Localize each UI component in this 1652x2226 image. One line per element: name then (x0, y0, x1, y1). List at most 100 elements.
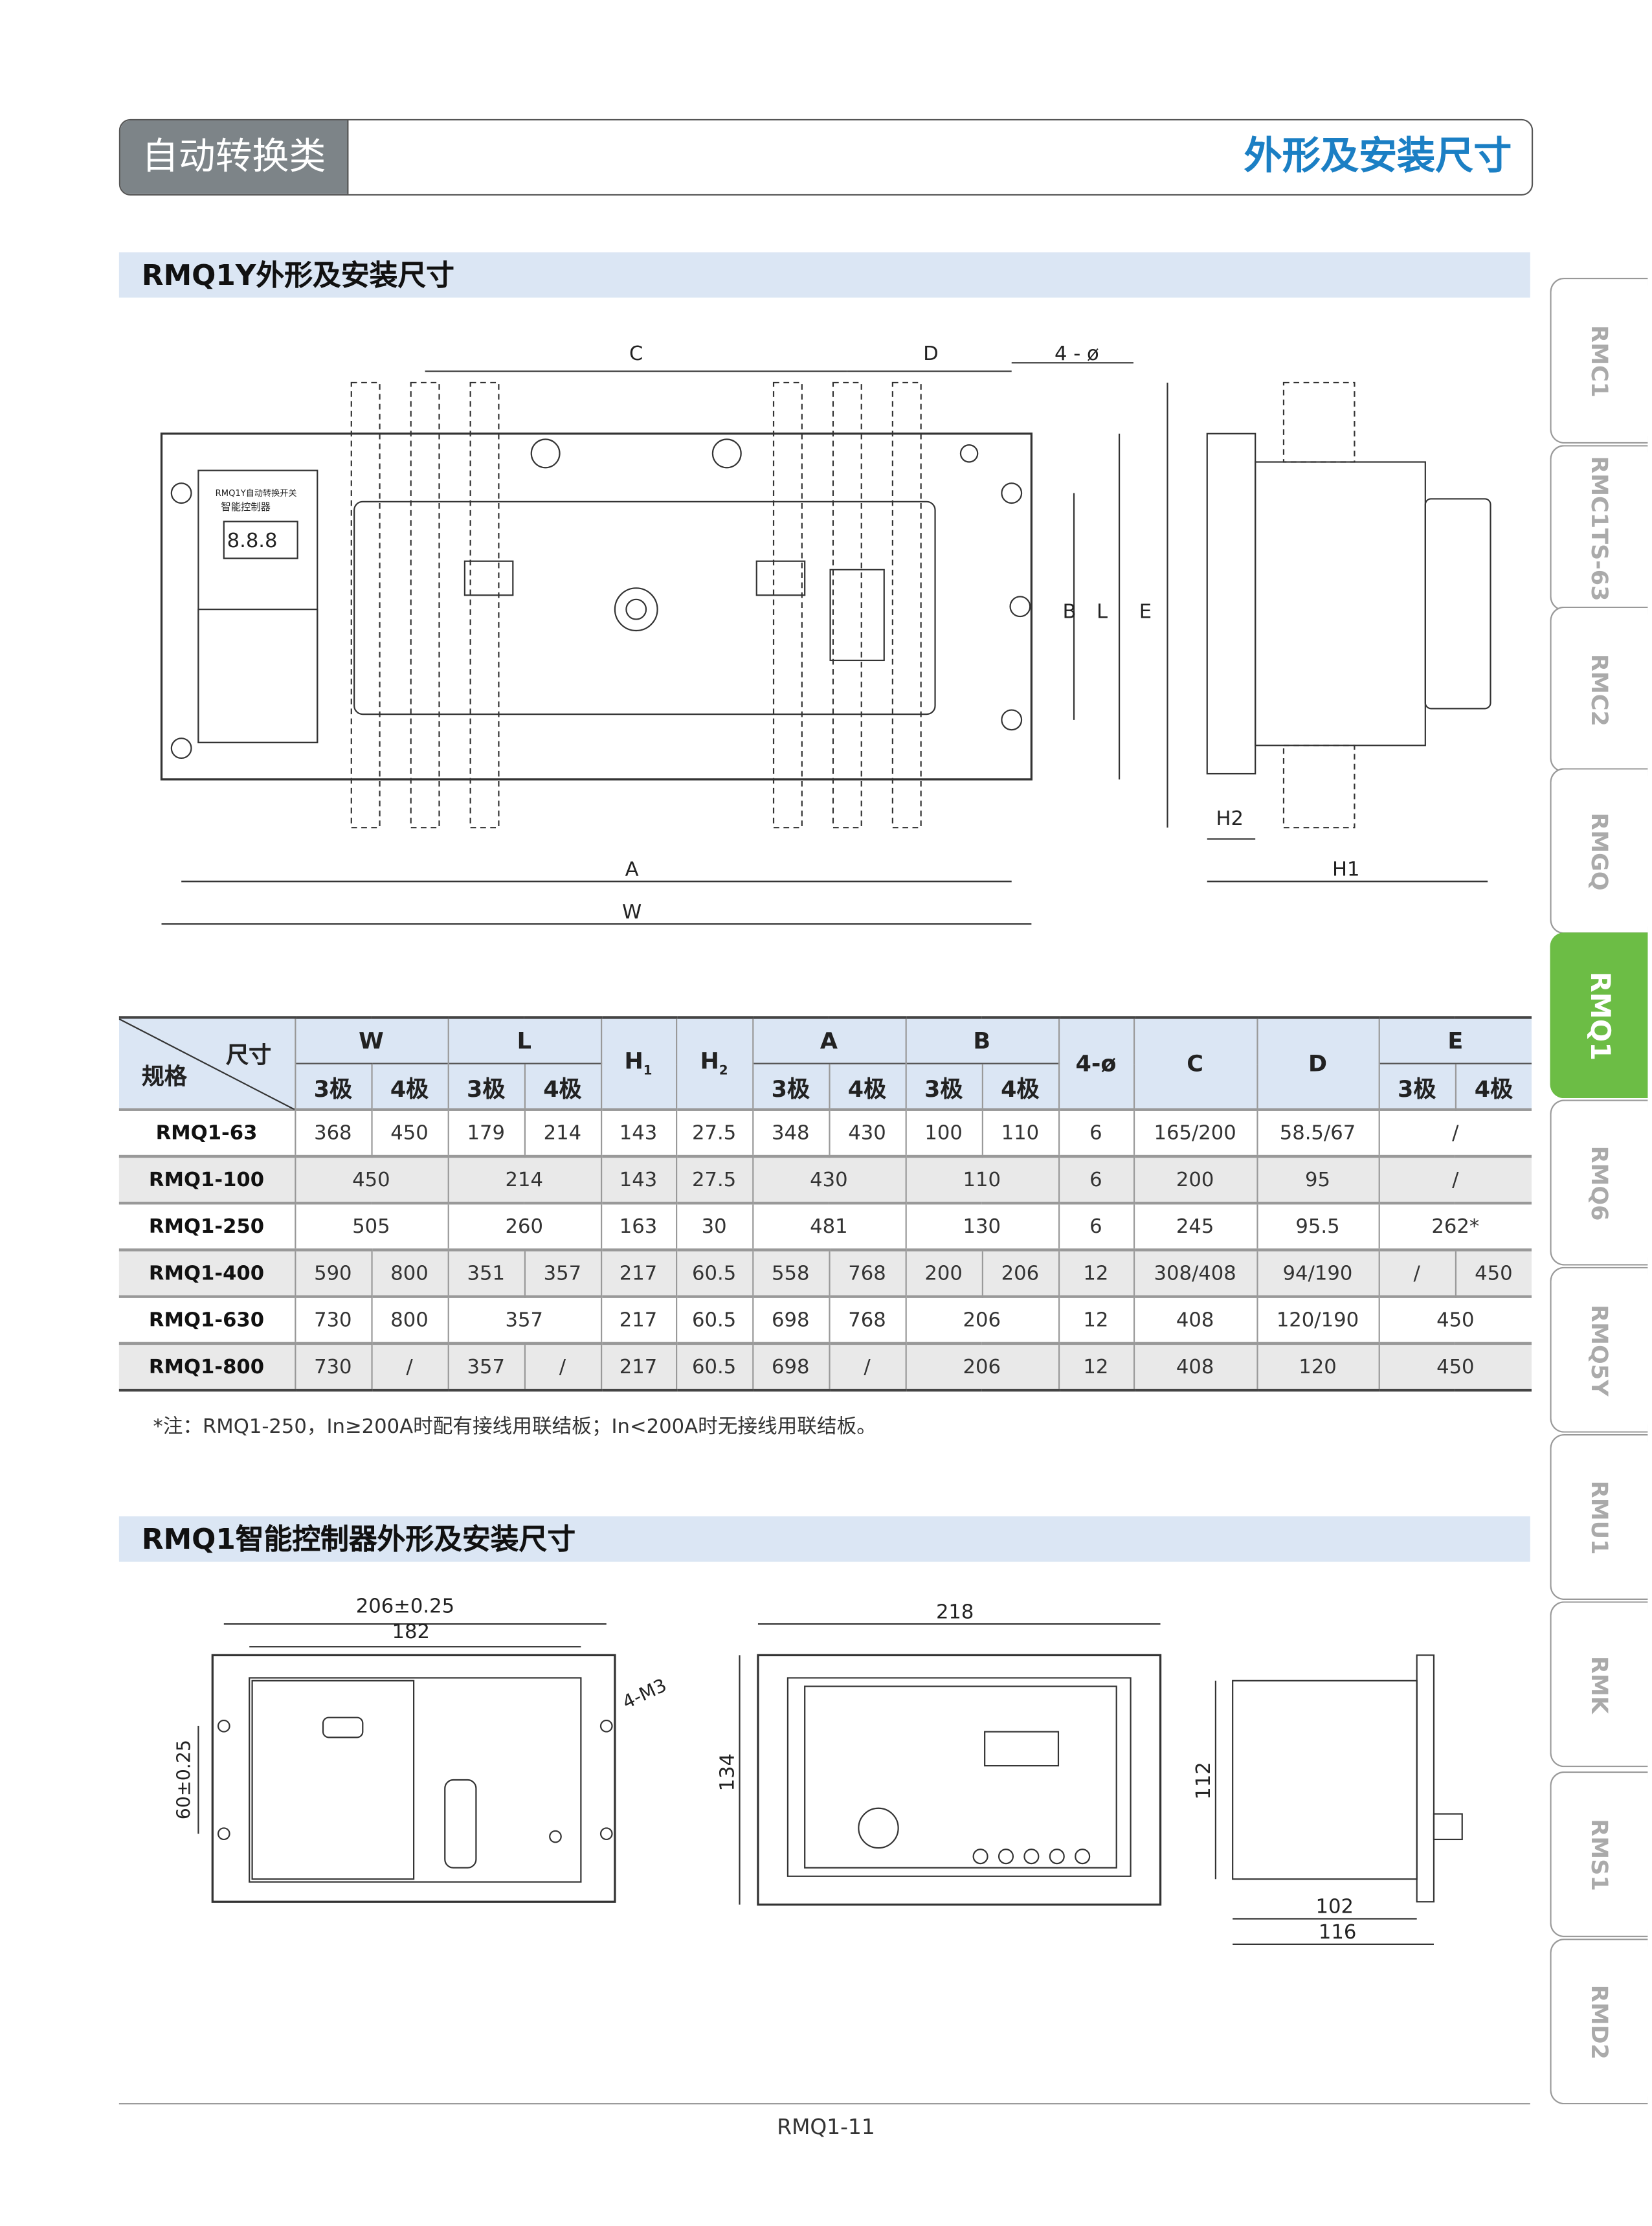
sub-3p: 3极 (447, 1062, 524, 1110)
table-cell: 206 (904, 1342, 1058, 1392)
dim-134: 134 (717, 1753, 739, 1791)
dim-112: 112 (1192, 1762, 1215, 1799)
table-cell: 450 (370, 1108, 448, 1156)
table-cell: 558 (752, 1248, 829, 1297)
table-cell: 730 (294, 1342, 372, 1392)
table-cell: 450 (1378, 1295, 1532, 1343)
sub-4p: 4极 (1454, 1062, 1532, 1110)
table-cell: 590 (294, 1248, 372, 1297)
table-cell: 357 (523, 1248, 601, 1297)
table-note: *注：RMQ1-250，In≥200A时配有接线用联结板；In<200A时无接线… (153, 1415, 876, 1439)
table-cell: 179 (447, 1108, 524, 1156)
table-cell: 357 (447, 1342, 524, 1392)
table-cell: 12 (1057, 1342, 1133, 1392)
table-cell: 408 (1132, 1295, 1257, 1343)
section-title-2: RMQ1智能控制器外形及安装尺寸 (118, 1516, 1530, 1562)
table-cell: 110 (904, 1154, 1058, 1204)
table-cell: 200 (904, 1248, 982, 1297)
table-cell: 6 (1057, 1202, 1133, 1250)
table-cell: 27.5 (675, 1108, 753, 1156)
table-cell: 12 (1057, 1295, 1133, 1343)
controller-display: 8.8.8 (227, 530, 278, 552)
row-name: RMQ1-100 (118, 1154, 295, 1204)
table-cell: 27.5 (675, 1154, 753, 1204)
tab-rmk[interactable]: RMK (1550, 1601, 1648, 1768)
table-cell: 95.5 (1256, 1202, 1379, 1250)
table-cell: 768 (828, 1248, 906, 1297)
dim-206: 206±0.25 (356, 1595, 454, 1618)
footer-divider (118, 2103, 1530, 2105)
table-corner: 尺寸 规格 (118, 1016, 295, 1110)
controller-label-1: RMQ1Y自动转换开关 (216, 488, 297, 499)
section-title-1: RMQ1Y外形及安装尺寸 (118, 252, 1530, 298)
table-cell: 698 (752, 1295, 829, 1343)
page-title: 外形及安装尺寸 (1244, 134, 1512, 179)
dim-e: E (1139, 600, 1152, 623)
tab-rmc2[interactable]: RMC2 (1550, 606, 1648, 772)
page-number: RMQ1-11 (777, 2114, 875, 2140)
dim-116: 116 (1319, 1921, 1356, 1944)
col-l: L (447, 1016, 601, 1064)
row-name: RMQ1-800 (118, 1342, 295, 1392)
table-cell: 30 (675, 1202, 753, 1250)
table-cell: 206 (904, 1295, 1058, 1343)
table-cell: 206 (981, 1248, 1058, 1297)
tab-rms1[interactable]: RMS1 (1550, 1771, 1648, 1937)
table-cell: 505 (294, 1202, 448, 1250)
sub-4p: 4极 (981, 1062, 1058, 1110)
row-name: RMQ1-400 (118, 1248, 295, 1297)
table-cell: 12 (1057, 1248, 1133, 1297)
dim-c: C (629, 343, 643, 365)
table-cell: / (828, 1342, 906, 1392)
tab-rmgq[interactable]: RMGQ (1550, 768, 1648, 934)
tab-rmq6[interactable]: RMQ6 (1550, 1099, 1648, 1266)
table-cell: 217 (599, 1248, 676, 1297)
sub-3p: 3极 (1378, 1062, 1455, 1110)
table-cell: / (1378, 1248, 1455, 1297)
dim-d: D (923, 343, 939, 365)
corner-top: 尺寸 (226, 1041, 272, 1069)
col-d: D (1256, 1016, 1379, 1110)
tab-rmc1ts-63[interactable]: RMC1TS-63 (1550, 445, 1648, 611)
table-cell: 110 (981, 1108, 1058, 1156)
table-cell: 143 (599, 1108, 676, 1156)
tab-rmd2[interactable]: RMD2 (1550, 1939, 1648, 2105)
table-cell: 800 (370, 1295, 448, 1343)
table-cell: / (370, 1342, 448, 1392)
rmq1y-dimension-drawing: 8.8.8 RMQ1Y自动转换开关 智能控制器 C D 4 - ø A W B … (160, 343, 1491, 925)
table-cell: 217 (599, 1342, 676, 1392)
table-cell: 800 (370, 1248, 448, 1297)
table-cell: 95 (1256, 1154, 1379, 1204)
col-hole: 4-ø (1057, 1016, 1133, 1110)
row-name: RMQ1-250 (118, 1202, 295, 1250)
row-name: RMQ1-630 (118, 1295, 295, 1343)
table-cell: 143 (599, 1154, 676, 1204)
category-label: 自动转换类 (120, 120, 349, 194)
tab-rmc1[interactable]: RMC1 (1550, 277, 1648, 444)
controller-label-2: 智能控制器 (221, 501, 271, 513)
col-h2: H2 (675, 1016, 753, 1110)
dim-h1: H1 (1332, 859, 1360, 881)
table-cell: 120 (1256, 1342, 1379, 1392)
table-cell: 6 (1057, 1154, 1133, 1204)
dim-h2: H2 (1216, 807, 1244, 830)
table-cell: 348 (752, 1108, 829, 1156)
tab-rmq1[interactable]: RMQ1 (1550, 932, 1648, 1099)
row-name: RMQ1-63 (118, 1108, 295, 1156)
tab-rmq5y[interactable]: RMQ5Y (1550, 1266, 1648, 1433)
table-cell: 430 (828, 1108, 906, 1156)
sub-3p: 3极 (294, 1062, 372, 1110)
table-cell: 214 (523, 1108, 601, 1156)
sub-4p: 4极 (828, 1062, 906, 1110)
sub-3p: 3极 (752, 1062, 829, 1110)
table-cell: 450 (1454, 1248, 1532, 1297)
tab-rmu1[interactable]: RMU1 (1550, 1433, 1648, 1601)
dim-b: B (1063, 600, 1077, 623)
table-cell: 58.5/67 (1256, 1108, 1379, 1156)
table-cell: 200 (1132, 1154, 1257, 1204)
table-cell: 308/408 (1132, 1248, 1257, 1297)
dim-l: L (1097, 600, 1108, 623)
table-cell: 214 (447, 1154, 601, 1204)
